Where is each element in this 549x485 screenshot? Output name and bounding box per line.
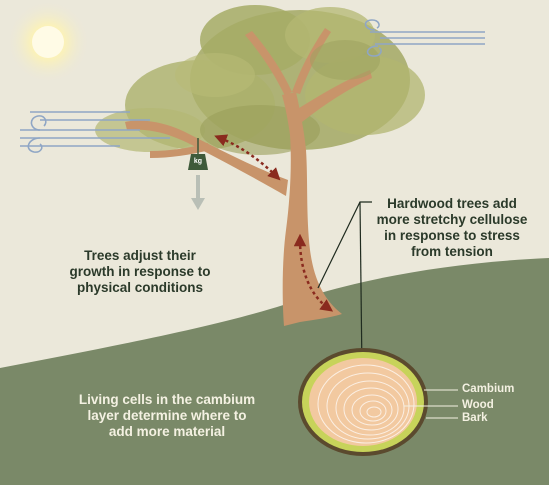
main-caption: Trees adjust their growth in response to… (69, 248, 211, 295)
weight-icon (188, 138, 208, 170)
wind-icon (20, 111, 170, 153)
sun-icon (6, 0, 90, 84)
legend-wood: Wood (462, 399, 494, 411)
legend-cambium: Cambium (462, 383, 515, 395)
down-arrow-icon (191, 175, 205, 210)
wind-icon-right (364, 19, 485, 57)
tree-canopy-front (175, 40, 380, 97)
trunk-tension-arrow (293, 233, 334, 312)
hardwood-caption: Hardwood trees add more stretchy cellulo… (376, 196, 528, 259)
trunk-cross-section (298, 348, 458, 456)
cambium-caption: Living cells in the cambium layer determ… (78, 392, 256, 439)
branch-tension-arrow (214, 134, 281, 181)
callout-lines (317, 201, 372, 373)
legend-bark: Bark (462, 412, 488, 424)
weight-label: kg (193, 158, 203, 165)
